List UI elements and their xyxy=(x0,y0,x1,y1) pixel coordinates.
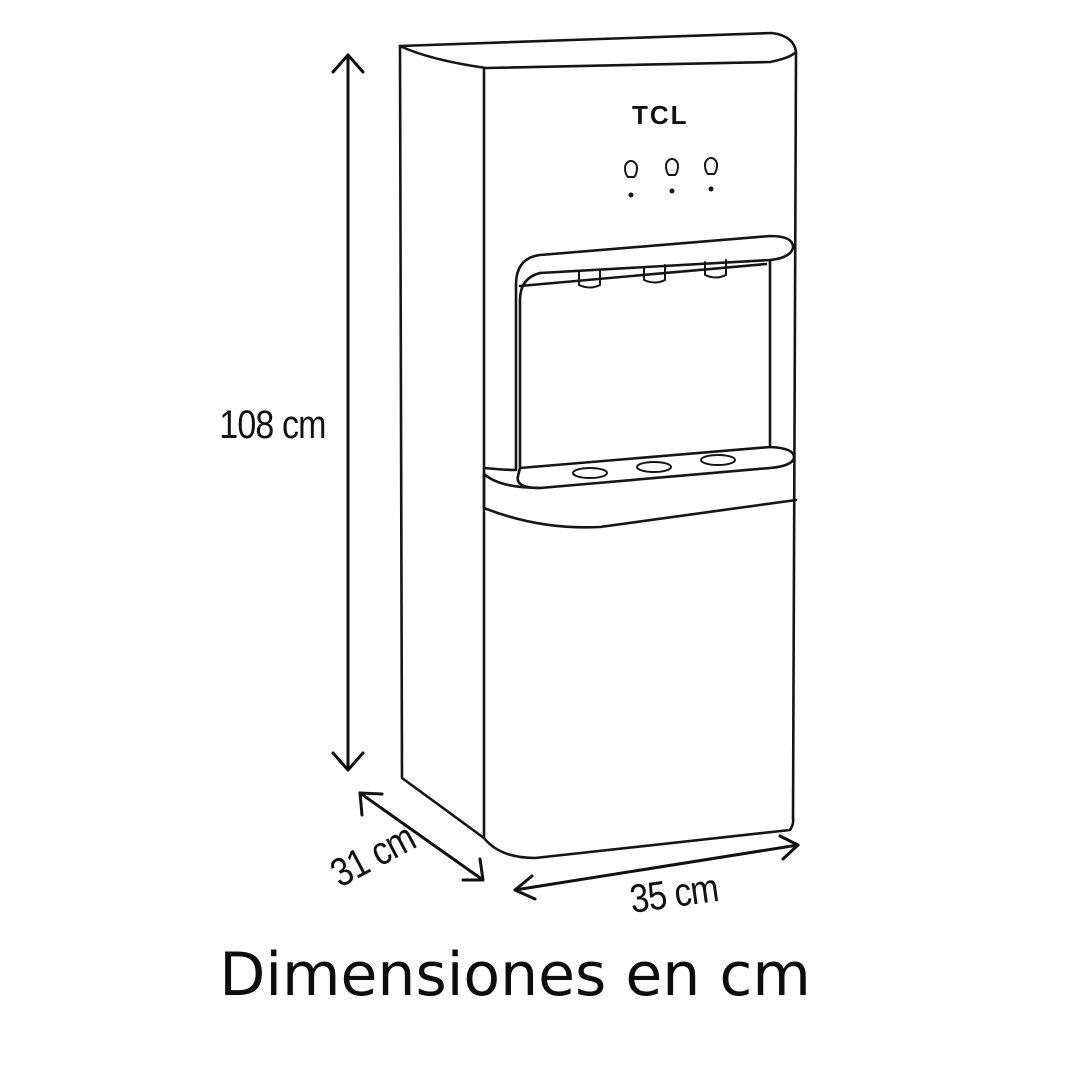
front-right-edge xyxy=(791,50,798,820)
cabinet-band xyxy=(482,472,798,529)
height-label: 108 cm xyxy=(219,401,325,446)
control-buttons xyxy=(624,157,718,198)
drip-tray-hole xyxy=(572,467,608,479)
faucets xyxy=(578,259,727,289)
water-dispenser: TCL xyxy=(398,31,798,860)
alcove-upper-frame xyxy=(482,234,795,472)
caption: Dimensiones en cm xyxy=(219,940,811,1010)
faucet xyxy=(578,269,601,289)
control-button xyxy=(704,157,718,192)
top-surface xyxy=(398,31,798,70)
drip-tray-holes xyxy=(572,454,736,479)
bottom-edge xyxy=(482,816,795,860)
width-arrow xyxy=(513,834,800,901)
brand-logo: TCL xyxy=(632,100,689,130)
cabinet-top-edge xyxy=(482,472,542,490)
height-arrow xyxy=(331,53,365,772)
alcove-inner-left xyxy=(518,271,542,470)
drip-tray-hole xyxy=(700,454,736,466)
drip-tray xyxy=(516,445,796,490)
faucet xyxy=(643,264,666,284)
side-panel xyxy=(398,44,486,840)
depth-label: 31 cm xyxy=(323,814,422,895)
control-button xyxy=(665,158,679,194)
depth-arrow xyxy=(358,791,485,882)
control-button xyxy=(624,160,638,198)
width-label: 35 cm xyxy=(627,864,721,921)
drip-tray-hole xyxy=(636,461,672,473)
faucet xyxy=(704,259,727,279)
